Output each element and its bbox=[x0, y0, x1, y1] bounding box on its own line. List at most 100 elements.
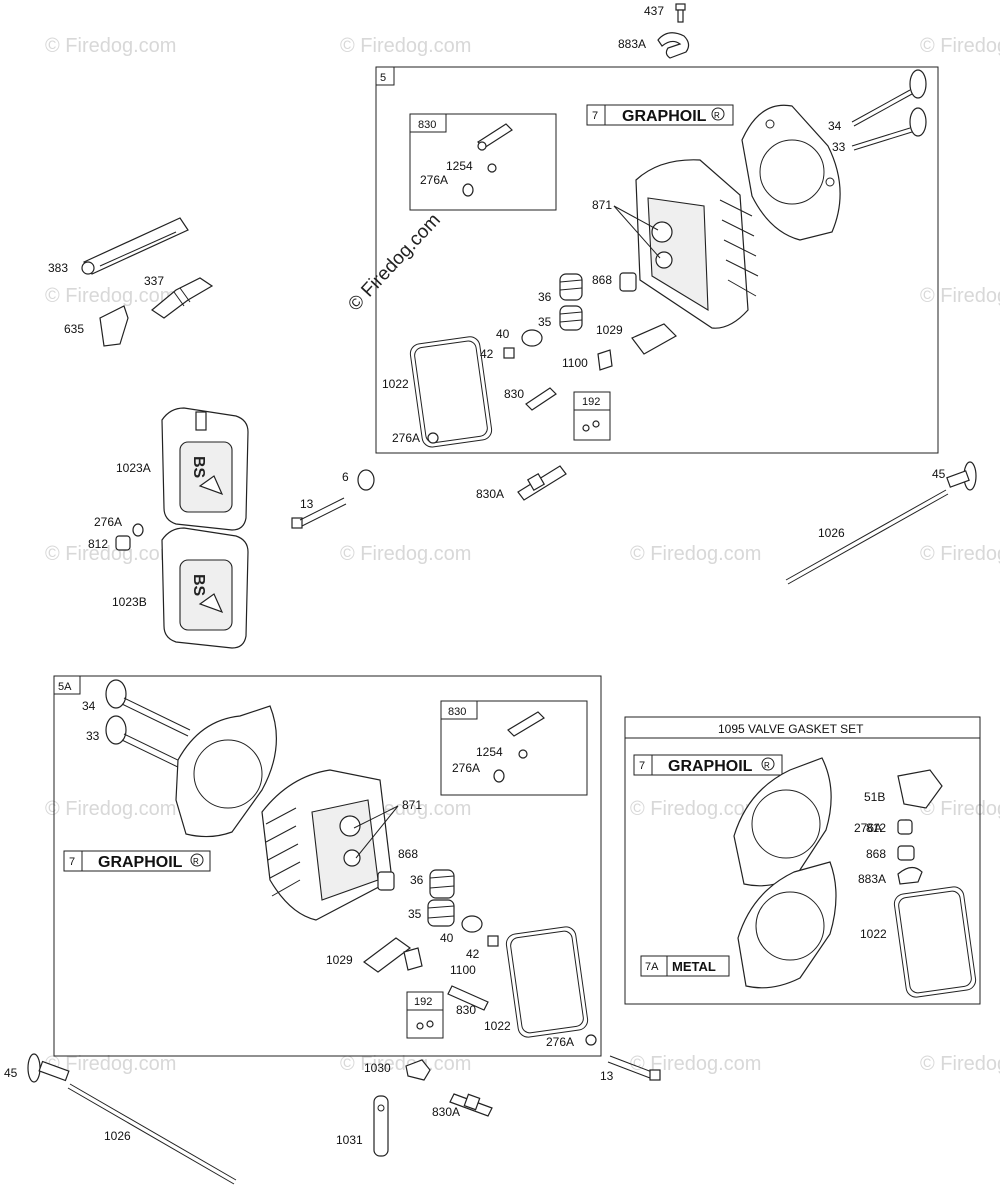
pushrod-45-bottom bbox=[27, 1053, 70, 1083]
label-35: 35 bbox=[408, 907, 422, 921]
label-6: 6 bbox=[342, 470, 349, 484]
label-635: 635 bbox=[64, 322, 84, 336]
part-13-bolt-bottom bbox=[607, 1055, 661, 1081]
graphoil-tag-gasket-set: 7 GRAPHOIL R bbox=[633, 754, 783, 776]
label-1022: 1022 bbox=[484, 1019, 511, 1033]
part-830-lower bbox=[447, 985, 489, 1011]
valve-34-lower bbox=[105, 679, 191, 737]
part-1254-screw bbox=[487, 163, 497, 173]
label-1030: 1030 bbox=[364, 1061, 391, 1075]
watermark: © Firedog.com bbox=[340, 543, 471, 565]
box-830-lower bbox=[440, 700, 588, 796]
watermark: © Firedog.com bbox=[920, 543, 1000, 565]
head-gasket-lower bbox=[175, 705, 277, 838]
label-1029: 1029 bbox=[326, 953, 353, 967]
part-868-upper bbox=[619, 272, 637, 292]
part-42-keeper bbox=[503, 347, 515, 359]
label-1023A: 1023A bbox=[116, 461, 151, 475]
part-276A-washer bbox=[585, 1034, 597, 1046]
label-383: 383 bbox=[48, 261, 68, 275]
label-337: 337 bbox=[144, 274, 164, 288]
watermark: © Firedog.com bbox=[920, 798, 1000, 820]
watermark: © Firedog.com bbox=[340, 1053, 471, 1075]
label-1100: 1100 bbox=[562, 356, 588, 370]
part-812-nut bbox=[115, 535, 131, 551]
valve-cover-1023A: BS bbox=[161, 407, 249, 531]
part-830A-fitting-bottom bbox=[449, 1093, 493, 1117]
valve-cover-1023B: BS bbox=[161, 527, 249, 649]
part-883A-clip bbox=[657, 32, 690, 59]
label-276A: 276A bbox=[854, 821, 882, 835]
label-830: 830 bbox=[504, 387, 524, 401]
svg-text:METAL: METAL bbox=[672, 959, 716, 974]
part-830-breather-fitting-upper bbox=[477, 123, 513, 151]
label-40: 40 bbox=[496, 327, 510, 341]
head-gasket-graphoil bbox=[733, 757, 832, 887]
part-437-screw bbox=[675, 3, 686, 23]
part-337-spark-plug bbox=[150, 277, 214, 319]
label-1100: 1100 bbox=[450, 963, 476, 977]
part-1100-upper bbox=[597, 349, 613, 371]
label-883A: 883A bbox=[618, 37, 646, 51]
label-45: 45 bbox=[4, 1066, 18, 1080]
part-40-retainer bbox=[521, 329, 543, 347]
box-5-number: 5 bbox=[380, 72, 386, 84]
valve-33-lower bbox=[105, 715, 187, 771]
watermark: © Firedog.com bbox=[630, 1053, 761, 1075]
valve-cover-gasket-1022-lower bbox=[505, 926, 589, 1038]
label-276A: 276A bbox=[94, 515, 122, 529]
watermark-main: © Firedog.com bbox=[344, 210, 445, 316]
label-192: 192 bbox=[414, 996, 432, 1008]
part-830A-fitting bbox=[517, 465, 567, 501]
label-1022: 1022 bbox=[860, 927, 887, 941]
label-42: 42 bbox=[480, 347, 494, 361]
box-5 bbox=[375, 66, 939, 454]
part-1030-clip bbox=[405, 1059, 431, 1081]
pushrod-45-right bbox=[946, 461, 977, 491]
label-1254: 1254 bbox=[446, 159, 473, 173]
part-1254-screw bbox=[518, 749, 528, 759]
label-1026: 1026 bbox=[818, 526, 845, 540]
part-6-washer bbox=[357, 469, 375, 491]
pushrod-1026-right bbox=[785, 489, 947, 581]
label-36: 36 bbox=[410, 873, 424, 887]
svg-text:BS: BS bbox=[190, 574, 207, 597]
label-13: 13 bbox=[600, 1069, 614, 1083]
valve-cover-gasket-1022-upper bbox=[409, 336, 493, 448]
box-5A bbox=[53, 675, 602, 1057]
box-1095-valve-gasket-set bbox=[624, 716, 981, 1005]
rocker-arm-1029-upper bbox=[631, 323, 677, 355]
part-13-bolt bbox=[291, 497, 347, 529]
watermark: © Firedog.com bbox=[45, 35, 176, 57]
box-192-upper bbox=[573, 391, 611, 441]
svg-text:R: R bbox=[193, 857, 199, 866]
label-33: 33 bbox=[86, 729, 100, 743]
valve-spring-36-lower bbox=[429, 869, 455, 899]
watermark: © Firedog.com bbox=[630, 543, 761, 565]
svg-text:R: R bbox=[714, 111, 720, 120]
label-868: 868 bbox=[866, 847, 886, 861]
valve-spring-35-upper bbox=[559, 305, 583, 331]
cylinder-head-upper bbox=[635, 159, 759, 329]
part-40-retainer bbox=[461, 915, 483, 933]
part-276A-washer bbox=[132, 523, 144, 537]
part-276A-washer bbox=[462, 183, 474, 197]
part-42-keeper bbox=[487, 935, 499, 947]
label-13: 13 bbox=[300, 497, 314, 511]
svg-text:GRAPHOIL: GRAPHOIL bbox=[668, 758, 753, 775]
watermark-layer: © Firedog.com © Firedog.com © Firedog.co… bbox=[45, 35, 1000, 1075]
rocker-arm-1029-lower bbox=[362, 937, 412, 973]
head-gasket-upper bbox=[741, 104, 841, 241]
head-gasket-metal bbox=[737, 861, 837, 989]
part-830-breather-fitting-lower bbox=[507, 711, 545, 737]
part-383-spark-plug-lead bbox=[81, 217, 189, 275]
label-36: 36 bbox=[538, 290, 552, 304]
label-812: 812 bbox=[866, 821, 886, 835]
watermark: © Firedog.com bbox=[45, 798, 176, 820]
watermark: © Firedog.com bbox=[630, 798, 761, 820]
box-192-lower bbox=[406, 991, 444, 1039]
part-276A-washer bbox=[427, 432, 439, 444]
pushrod-1026-bottom bbox=[69, 1083, 237, 1181]
watermark: © Firedog.com bbox=[340, 35, 471, 57]
